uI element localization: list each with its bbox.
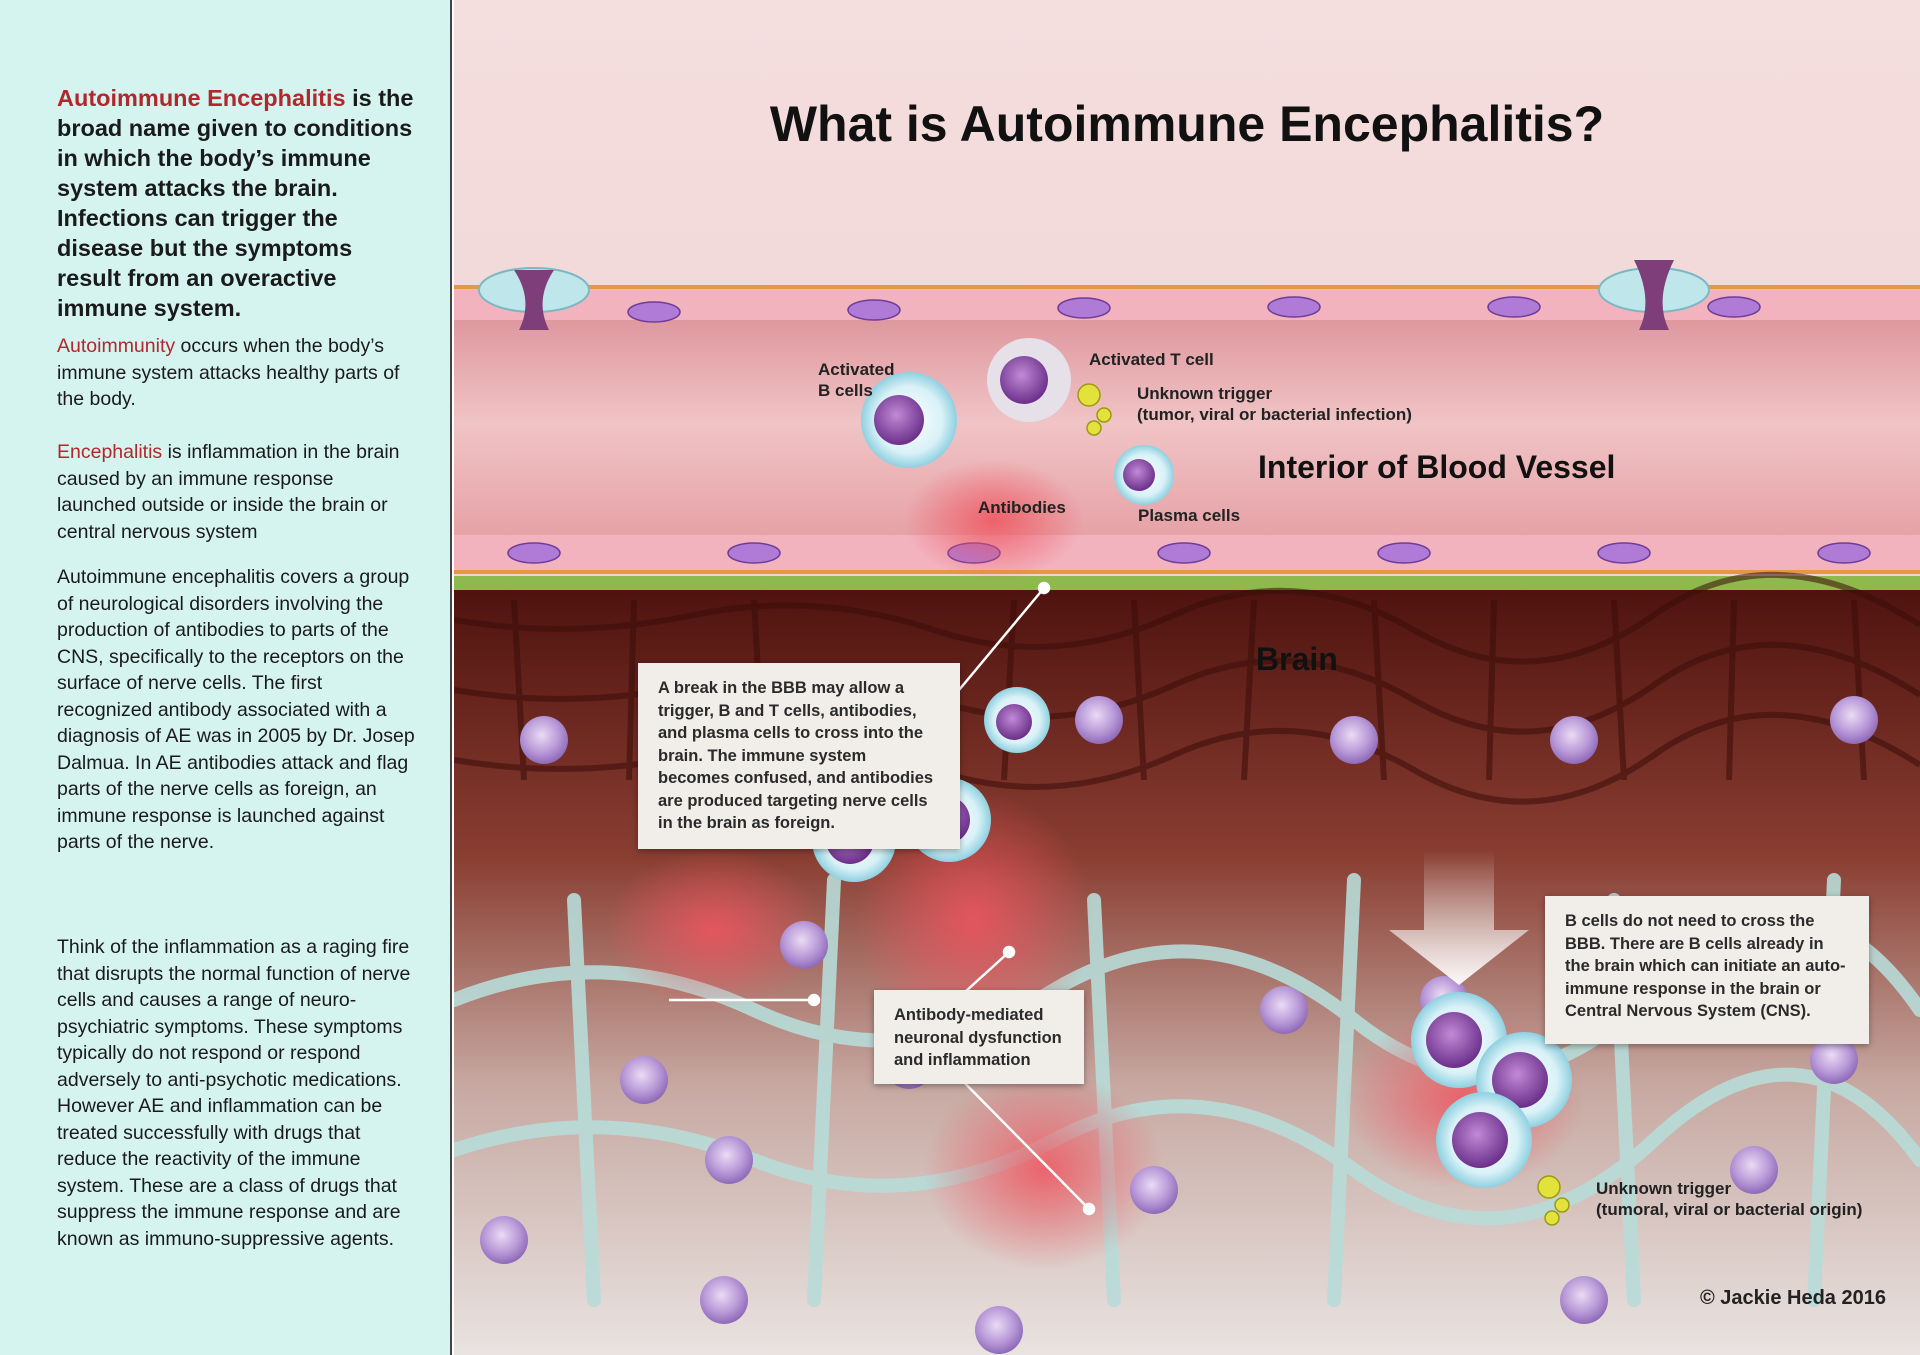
- label-interior-vessel: Interior of Blood Vessel: [1258, 449, 1616, 485]
- autoimmunity-term: Autoimmunity: [57, 335, 176, 357]
- callout-b-cells: B cells do not need to cross the BBB. Th…: [1545, 896, 1869, 1044]
- intro-paragraph: Autoimmune Encephalitis is the broad nam…: [57, 83, 417, 323]
- unknown-trigger-vessel: [1077, 383, 1112, 436]
- callout-bbb-break: A break in the BBB may allow a trigger, …: [638, 663, 960, 849]
- autoimmunity-paragraph: Autoimmunity occurs when the body’s immu…: [57, 333, 417, 413]
- encephalitis-text: is inflammation in the brain caused by a…: [57, 441, 400, 543]
- encephalitis-paragraph: Encephalitis is inflammation in the brai…: [57, 439, 417, 545]
- inflammation-paragraph: Think of the inflammation as a raging fi…: [57, 936, 411, 1250]
- basement-membrane: [454, 576, 1920, 590]
- encephalitis-term: Encephalitis: [57, 441, 163, 463]
- autoimmunity-text: occurs when the body’s immune system att…: [57, 335, 400, 410]
- label-activated-t-cell: Activated T cell: [1089, 350, 1214, 369]
- left-text-panel: Autoimmune Encephalitis is the broad nam…: [0, 0, 452, 1355]
- vessel-lumen: [454, 287, 1920, 560]
- ae-paragraph: Autoimmune encephalitis covers a group o…: [57, 566, 415, 853]
- down-arrow: [1389, 850, 1529, 985]
- pericyte-right: [1598, 260, 1710, 330]
- copyright: © Jackie Heda 2016: [1700, 1287, 1886, 1309]
- leader-lines: [669, 581, 1096, 1216]
- activated-b-cell-vessel: [861, 372, 957, 468]
- label-plasma-cells: Plasma cells: [1138, 506, 1241, 525]
- intro-term: Autoimmune Encephalitis: [57, 85, 346, 111]
- label-brain: Brain: [1256, 641, 1338, 677]
- b-cell-cluster-right: [1411, 992, 1572, 1188]
- page-title: What is Autoimmune Encephalitis?: [769, 96, 1605, 152]
- unknown-trigger-brain: [1537, 1175, 1570, 1226]
- plasma-cell-vessel: [1114, 445, 1174, 505]
- label-antibodies: Antibodies: [978, 498, 1066, 517]
- neuronal-cells: [480, 696, 1878, 1354]
- label-unknown-trigger-vessel: Unknown trigger(tumor, viral or bacteria…: [1137, 384, 1412, 424]
- callout-antibody-mediated: Antibody-mediated neuronal dysfunction a…: [874, 990, 1084, 1084]
- label-unknown-trigger-brain: Unknown trigger(tumoral, viral or bacter…: [1596, 1179, 1863, 1219]
- activated-t-cell: [987, 338, 1071, 422]
- intro-text: is the broad name given to conditions in…: [57, 85, 414, 321]
- pericyte-left: [478, 267, 590, 330]
